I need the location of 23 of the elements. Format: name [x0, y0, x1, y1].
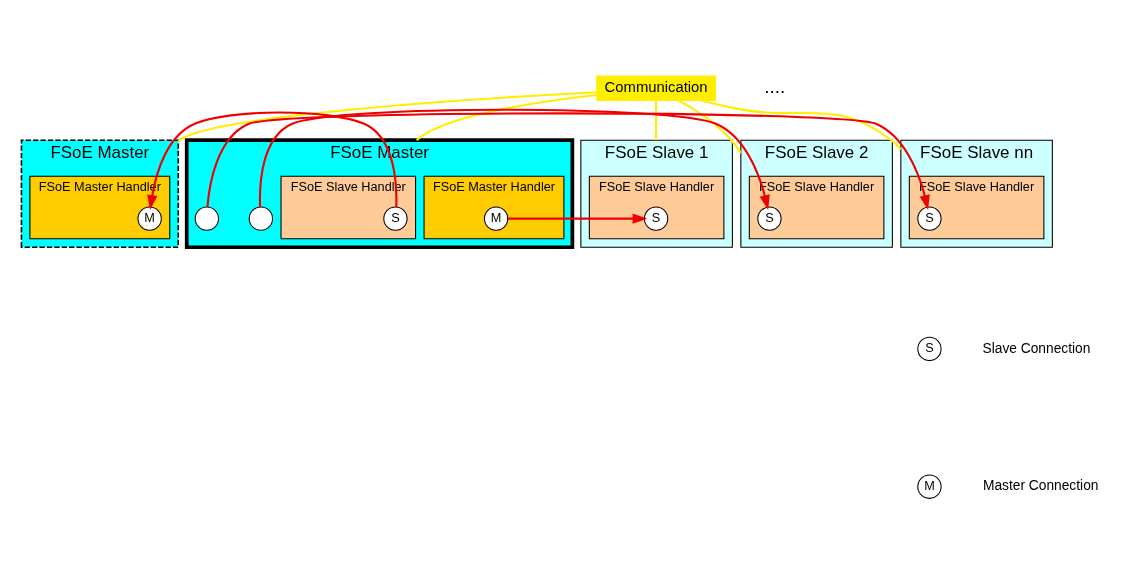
node-circle: S — [643, 205, 669, 231]
arrow — [508, 212, 648, 224]
connector — [177, 90, 597, 142]
connector — [655, 100, 658, 140]
arrow — [147, 111, 398, 210]
node-circle: S — [757, 205, 782, 231]
node-circle — [248, 205, 274, 231]
connector — [416, 93, 597, 141]
legend-label: Slave Connection — [982, 340, 1091, 356]
connector — [678, 99, 742, 153]
node-circle: S — [917, 205, 942, 231]
node-circle: M — [137, 205, 162, 231]
label: S — [925, 339, 934, 355]
node-circle: S — [383, 205, 408, 231]
legend-label: Master Connection — [982, 477, 1099, 493]
node-circle — [194, 205, 220, 231]
label: M — [924, 477, 935, 493]
node-circle: M — [483, 205, 509, 231]
connector — [700, 98, 902, 150]
arrow — [258, 108, 770, 210]
label: .... — [764, 75, 786, 97]
node-box: Communication — [596, 75, 716, 101]
arrow — [206, 111, 930, 210]
